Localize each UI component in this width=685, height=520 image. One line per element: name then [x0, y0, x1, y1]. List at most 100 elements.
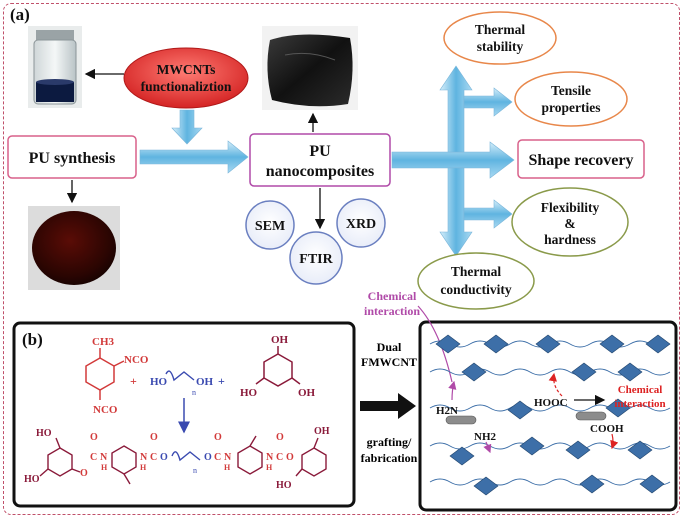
phl-oh-top: OH [271, 334, 289, 346]
hooc-label: HOOC [534, 397, 568, 409]
flexibility-label-1: Flexibility [541, 200, 600, 215]
prod-n-3: N [224, 452, 232, 463]
tdi-molecule [85, 348, 125, 400]
prod-h-4: H [266, 463, 273, 472]
pu-synthesis-label: PU synthesis [29, 150, 116, 167]
prod-o-1: O [80, 468, 88, 479]
prod-o-3: O [150, 432, 158, 443]
prod-o-7: O [276, 432, 284, 443]
ftir-circle: FTIR [289, 231, 343, 285]
blue-arrow-to-nanocomposites [139, 140, 249, 174]
prod-h-3: H [224, 463, 231, 472]
nh2-label: NH2 [474, 431, 497, 443]
shape-recovery-label: Shape recovery [528, 152, 633, 169]
blue-arrow-up [439, 65, 473, 153]
flexibility-label-2: & [564, 216, 575, 231]
chem-int-top-1: Chemical [368, 289, 417, 303]
mwcnt-label-1: MWCNTs [157, 62, 216, 77]
prod-h-2: H [140, 463, 147, 472]
panel-b-label: (b) [22, 330, 43, 349]
figure-frame [3, 3, 680, 515]
plus-1: + [130, 374, 137, 388]
amine-pointer-2 [483, 441, 492, 454]
polyol-oh: OH [196, 376, 214, 388]
xrd-circle: XRD [336, 198, 386, 248]
thermal-conductivity-node: Thermal conductivity [417, 252, 535, 310]
prod-n-sub: n [193, 466, 197, 475]
flexibility-node: Flexibility & hardness [511, 187, 629, 257]
blue-arrow-down [439, 167, 473, 257]
prod-n-4: N [266, 452, 274, 463]
phloroglucinol-molecule [255, 346, 301, 387]
xrd-label: XRD [346, 217, 376, 232]
grafting-label-2: fabrication [361, 451, 418, 465]
tensile-label-2: properties [542, 100, 601, 115]
prod-c-2: C [150, 452, 157, 463]
fmwcnt-rods [445, 411, 607, 425]
dual-fmwcnt-text: Dual FMWCNT grafting/ fabrication [361, 340, 418, 465]
hard-segment-diamonds [435, 334, 671, 496]
chem-int-top-2: interaction [364, 304, 420, 318]
pu-disc-photo [28, 206, 120, 290]
prod-ho-2: HO [24, 474, 40, 485]
prod-n-1: N [100, 452, 108, 463]
prod-o-2: O [90, 432, 98, 443]
flexibility-label-3: hardness [544, 232, 596, 247]
blue-arrow-down-mwcnt [171, 109, 203, 145]
blue-arrow-to-flexibility [463, 199, 513, 229]
polyol-ho: HO [150, 376, 168, 388]
chem-int-right-2: interaction [614, 398, 665, 410]
jar-photo [28, 26, 82, 108]
phl-oh-right: OH [298, 387, 316, 399]
ftir-label: FTIR [299, 252, 333, 267]
cooh-label: COOH [590, 423, 624, 435]
tdi-nco-2: NCO [93, 404, 118, 416]
h2n-label: H2N [436, 405, 458, 417]
blue-arrow-to-shape-recovery [391, 141, 515, 179]
polymer-product: HO HO O C O N H N H C O O n O C O N H N … [24, 426, 330, 491]
blue-arrow-to-tensile [463, 87, 513, 117]
prod-c-4: C [276, 452, 283, 463]
tdi-nco-1: NCO [124, 354, 149, 366]
pu-nano-label-1: PU [309, 143, 331, 160]
thermal-cond-label-1: Thermal [451, 264, 501, 279]
plus-2: + [218, 374, 225, 388]
pu-film-photo [262, 26, 358, 110]
prod-ho-1: HO [36, 428, 52, 439]
prod-o-6: O [214, 432, 222, 443]
prod-c-1: C [90, 452, 97, 463]
shape-recovery-box: Shape recovery [517, 139, 645, 179]
acid-pointer-1 [548, 372, 563, 397]
prod-n-2: N [140, 452, 148, 463]
pu-nanocomposites-box: PU nanocomposites [249, 133, 391, 187]
mwcnt-label-2: functionaliztion [141, 79, 232, 94]
sem-label: SEM [255, 219, 285, 234]
thermal-cond-label-2: conductivity [440, 282, 512, 297]
tdi-ch3: CH3 [92, 336, 115, 348]
pu-synthesis-box: PU synthesis [7, 135, 137, 179]
tensile-node: Tensile properties [514, 71, 628, 127]
acid-pointer-2 [610, 433, 619, 450]
amine-pointer-1 [448, 380, 457, 401]
prod-c-3: C [214, 452, 221, 463]
polyol-molecule: HO OH n [150, 370, 214, 397]
thermal-stability-label-2: stability [477, 39, 524, 54]
polyol-n: n [192, 388, 196, 397]
pu-nano-label-2: nanocomposites [266, 163, 374, 180]
chem-int-right-1: Chemical [618, 384, 663, 396]
panel-a-label: (a) [10, 5, 30, 24]
phl-ho-left: HO [240, 387, 258, 399]
sem-circle: SEM [245, 200, 295, 250]
prod-o-5: O [204, 452, 212, 463]
prod-o-4: O [160, 452, 168, 463]
black-arrow-to-nanostructure [360, 393, 416, 419]
dual-label-1: Dual [377, 340, 402, 354]
prod-oh-1: OH [314, 426, 330, 437]
thermal-stability-node: Thermal stability [443, 11, 557, 65]
prod-o-8: O [286, 452, 294, 463]
thermal-stability-label-1: Thermal [475, 22, 525, 37]
mwcnt-functionalization-node: MWCNTs functionaliztion [123, 47, 249, 109]
prod-h-1: H [101, 463, 108, 472]
prod-ho-3: HO [276, 480, 292, 491]
